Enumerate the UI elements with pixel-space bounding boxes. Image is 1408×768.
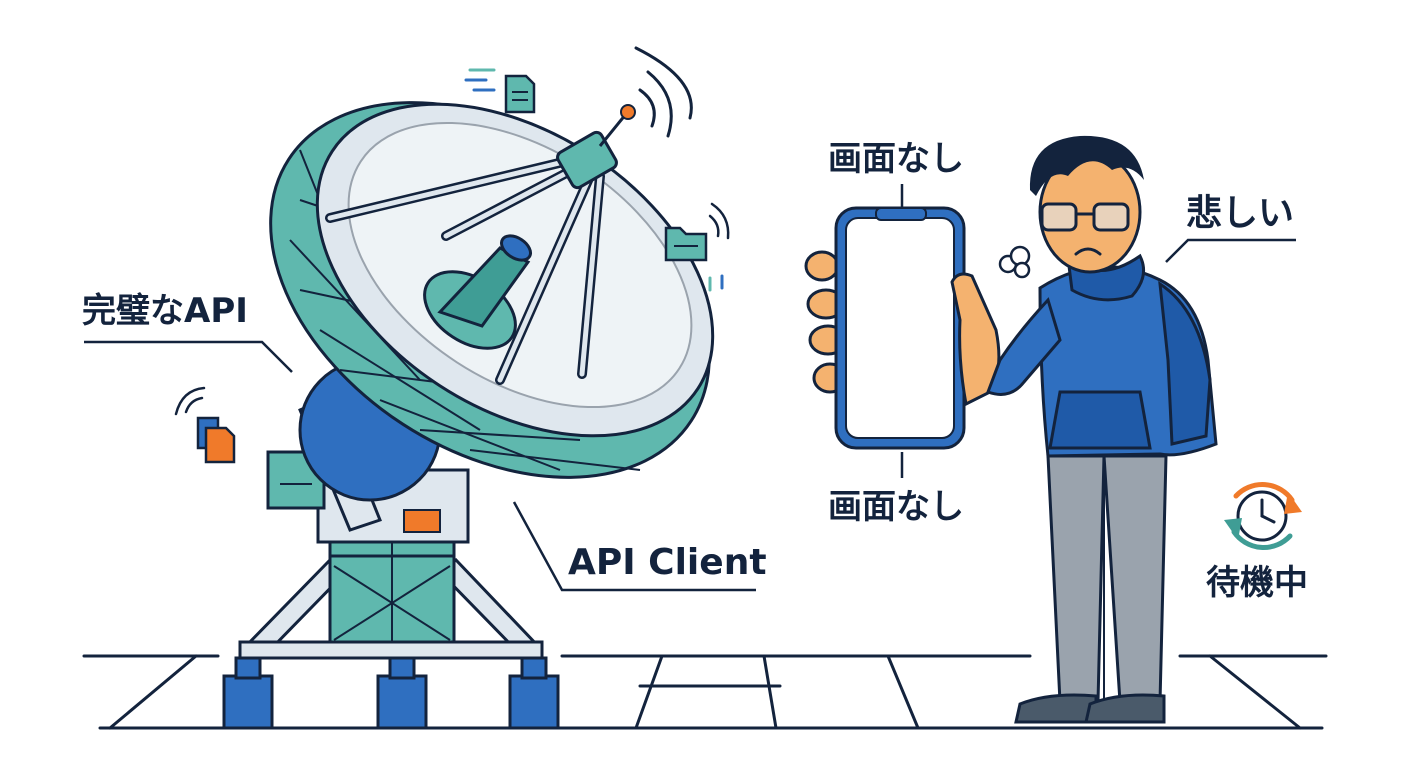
floor-grid	[82, 654, 1328, 730]
blank-smartphone-icon	[804, 206, 1001, 450]
perfect-api-label: 完璧なAPI	[82, 291, 248, 331]
satellite-dish-icon	[222, 46, 715, 730]
folder-signal-icon	[664, 202, 730, 292]
no-screen-bottom-label: 画面なし	[828, 487, 964, 527]
document-signal-icon	[464, 68, 536, 114]
sad-person-icon	[986, 135, 1218, 724]
api-client-label: API Client	[568, 542, 767, 583]
leader-lines	[84, 184, 1296, 592]
files-signal-icon	[174, 386, 236, 464]
sad-label: 悲しい	[1186, 193, 1295, 234]
waiting-label: 待機中	[1206, 563, 1308, 603]
no-screen-top-label: 画面なし	[828, 139, 964, 179]
refresh-clock-icon	[1224, 481, 1302, 551]
